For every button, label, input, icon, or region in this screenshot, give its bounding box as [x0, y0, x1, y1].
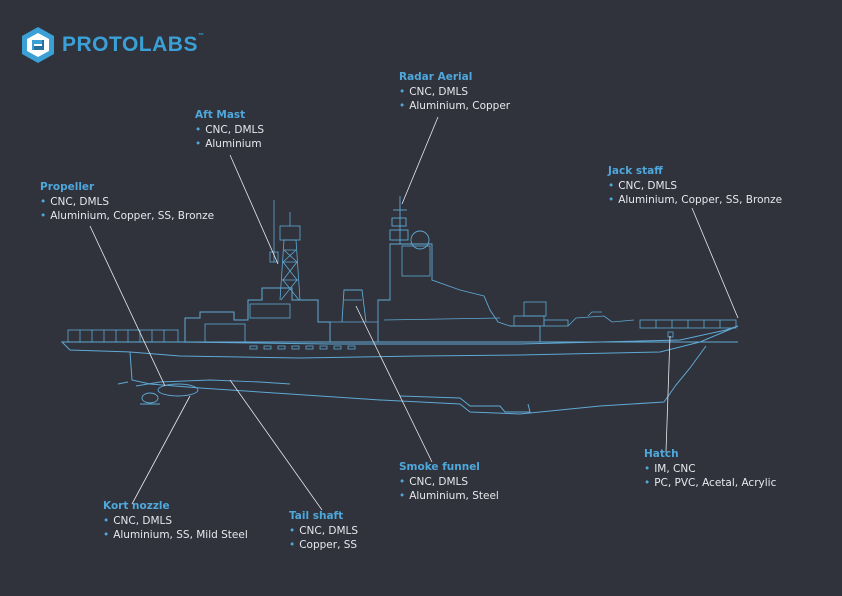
hatch-title: Hatch: [644, 448, 679, 460]
tail-shaft-process: CNC, DMLS: [289, 524, 358, 538]
callout-hatch: Hatch IM, CNC PC, PVC, Acetal, Acrylic: [644, 447, 776, 490]
callout-radar-aerial: Radar Aerial CNC, DMLS Aluminium, Copper: [399, 70, 510, 113]
propeller-title: Propeller: [40, 181, 95, 193]
propeller-process: CNC, DMLS: [40, 195, 214, 209]
smoke-funnel: [341, 289, 367, 323]
hatch-process: IM, CNC: [644, 462, 776, 476]
radar-aerial-title: Radar Aerial: [399, 71, 473, 83]
aft-superstructure: [184, 287, 331, 342]
propulsion-assembly: [117, 379, 291, 405]
kort-nozzle-title: Kort nozzle: [103, 500, 170, 512]
deck-gun: [567, 311, 635, 327]
smoke-funnel-material: Aluminium, Steel: [399, 489, 499, 503]
smoke-funnel-title: Smoke funnel: [399, 461, 480, 473]
jack-staff-process: CNC, DMLS: [608, 179, 782, 193]
portholes: [249, 331, 674, 350]
brand-logo: PROTOLABS™: [20, 26, 204, 64]
aft-mast-title: Aft Mast: [195, 109, 246, 121]
callout-propeller: Propeller CNC, DMLS Aluminium, Copper, S…: [40, 180, 214, 223]
bow-containers: [639, 319, 737, 329]
propeller-material: Aluminium, Copper, SS, Bronze: [40, 209, 214, 223]
kort-nozzle-material: Aluminium, SS, Mild Steel: [103, 528, 248, 542]
leader-lines: [89, 116, 739, 511]
bridge-superstructure: [377, 243, 541, 342]
tail-shaft-title: Tail shaft: [289, 510, 344, 522]
deck-containers: [67, 329, 179, 343]
jack-staff-title: Jack staff: [608, 165, 663, 177]
callout-jack-staff: Jack staff CNC, DMLS Aluminium, Copper, …: [608, 164, 782, 207]
callout-kort-nozzle: Kort nozzle CNC, DMLS Aluminium, SS, Mil…: [103, 499, 248, 542]
callout-smoke-funnel: Smoke funnel CNC, DMLS Aluminium, Steel: [399, 460, 499, 503]
protolabs-logo-icon: [22, 27, 54, 63]
ship-hull-lower: [129, 345, 707, 415]
radar-mast: [389, 196, 409, 244]
aft-mast: [269, 200, 301, 301]
tail-shaft-material: Copper, SS: [289, 538, 358, 552]
callout-tail-shaft: Tail shaft CNC, DMLS Copper, SS: [289, 509, 358, 552]
jack-staff-material: Aluminium, Copper, SS, Bronze: [608, 193, 782, 207]
aft-mast-process: CNC, DMLS: [195, 123, 264, 137]
radar-aerial-process: CNC, DMLS: [399, 85, 510, 99]
aft-mast-material: Aluminium: [195, 137, 264, 151]
smoke-funnel-process: CNC, DMLS: [399, 475, 499, 489]
callout-aft-mast: Aft Mast CNC, DMLS Aluminium: [195, 108, 264, 151]
radar-aerial-material: Aluminium, Copper: [399, 99, 510, 113]
hatch-material: PC, PVC, Acetal, Acrylic: [644, 476, 776, 490]
kort-nozzle-process: CNC, DMLS: [103, 514, 248, 528]
brand-name: PROTOLABS™: [62, 33, 205, 56]
